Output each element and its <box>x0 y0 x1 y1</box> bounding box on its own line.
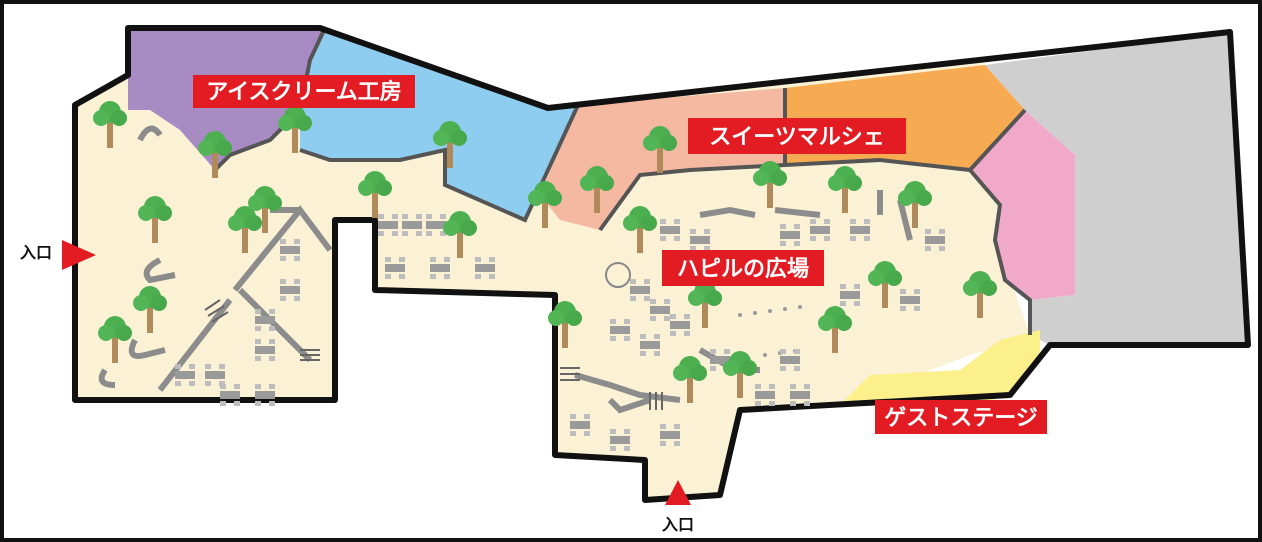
entrance-left[interactable]: 入口 <box>20 240 96 270</box>
label-ice-cream[interactable]: アイスクリーム工房 <box>193 75 415 108</box>
entrance-arrow-icon <box>665 480 691 505</box>
stairs <box>204 299 663 410</box>
label-sweets-marche[interactable]: スイーツマルシェ <box>688 118 906 154</box>
plaza-circle <box>605 262 631 288</box>
entrance-arrow-icon <box>62 240 96 270</box>
svg-text:スイーツマルシェ: スイーツマルシェ <box>709 125 885 150</box>
svg-text:入口: 入口 <box>20 243 52 262</box>
svg-text:入口: 入口 <box>662 515 694 534</box>
entrance-bottom[interactable]: 入口 <box>662 480 694 534</box>
building-wall <box>72 25 1251 503</box>
svg-text:アイスクリーム工房: アイスクリーム工房 <box>206 79 402 105</box>
svg-text:ゲストステージ: ゲストステージ <box>884 406 1038 431</box>
svg-text:ハピルの広場: ハピルの広場 <box>677 256 809 282</box>
zone-shop-pink <box>970 110 1075 300</box>
label-guest-stage[interactable]: ゲストステージ <box>875 400 1047 434</box>
zone-shop-gray <box>985 32 1248 345</box>
label-hapil-plaza[interactable]: ハピルの広場 <box>662 250 824 286</box>
zone-guest-stage <box>840 330 1040 405</box>
